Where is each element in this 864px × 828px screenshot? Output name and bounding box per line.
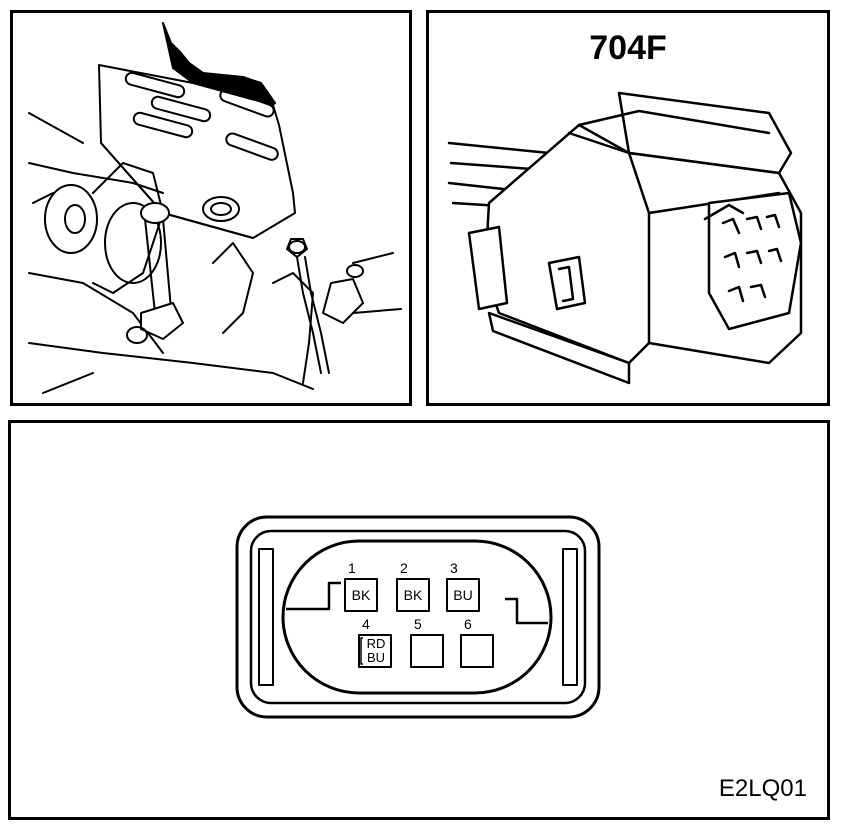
- pin-cavity: [396, 578, 430, 612]
- pin-3: 3BU: [446, 560, 480, 612]
- wire-color: BU: [453, 587, 472, 603]
- pin-number: 1: [348, 560, 356, 576]
- connector-id: 704F: [589, 29, 667, 67]
- wire-color: RD: [367, 636, 386, 651]
- pin-cavity: [460, 634, 494, 668]
- pin-5: 5: [410, 616, 444, 668]
- pin-cavity: [358, 634, 392, 668]
- connector-housing-outer: [235, 515, 601, 719]
- pin-number: 3: [450, 560, 458, 576]
- connector-view-panel: 704F: [426, 10, 830, 406]
- connector-face-oval: [281, 539, 553, 695]
- pin-cavity: [410, 634, 444, 668]
- pin-number: 2: [400, 560, 408, 576]
- pin-number: 4: [362, 616, 370, 632]
- pin-cavity: [344, 578, 378, 612]
- connector-housing-inner: [249, 529, 587, 705]
- pin-number: 5: [414, 616, 422, 632]
- wire-color: BK: [352, 587, 371, 603]
- figure-code: E2LQ01: [718, 775, 807, 802]
- connector-illustration: [447, 91, 803, 385]
- pin-number: 6: [464, 616, 472, 632]
- wire-color: BK: [404, 587, 423, 603]
- pin-6: 6: [460, 616, 494, 668]
- location-illustration-panel: [10, 10, 412, 406]
- pin-cavity: [446, 578, 480, 612]
- wire-color: BU: [367, 650, 385, 665]
- pin-1: 1BK: [344, 560, 378, 612]
- pin-2: 2BK: [396, 560, 430, 612]
- location-illustration: [28, 22, 402, 394]
